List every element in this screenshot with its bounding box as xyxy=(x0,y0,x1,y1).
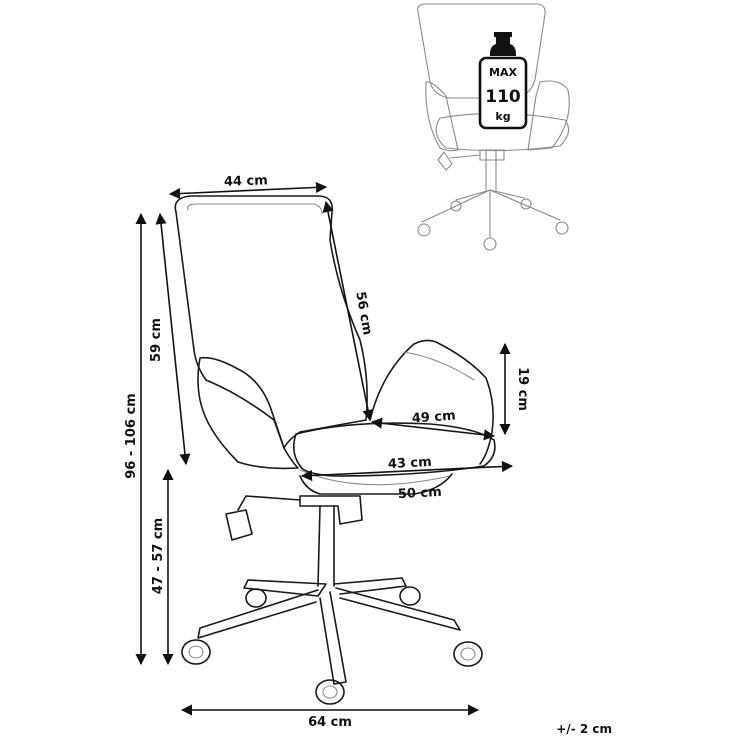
max-load-unit: kg xyxy=(495,110,510,123)
base-width-label: 64 cm xyxy=(308,715,352,730)
back-height-label: 59 cm xyxy=(149,318,164,362)
back-width-label: 44 cm xyxy=(224,173,268,190)
seat-width-label: 43 cm xyxy=(388,455,433,472)
armrest-height-label: 19 cm xyxy=(515,367,530,411)
outer-width-label: 50 cm xyxy=(398,485,443,502)
dimension-lines xyxy=(135,181,514,716)
max-load-label: MAX xyxy=(489,66,517,79)
total-height-label: 96 - 106 cm xyxy=(124,393,139,478)
max-load-badge: MAX 110 kg xyxy=(478,32,528,130)
tolerance-note: +/- 2 cm xyxy=(556,722,612,736)
seat-depth-label: 49 cm xyxy=(411,408,456,426)
caster-wheel-icon xyxy=(181,586,483,705)
main-chair-icon xyxy=(174,195,496,705)
max-load-value: 110 xyxy=(485,87,521,107)
seat-height-label: 47 - 57 cm xyxy=(151,518,166,594)
